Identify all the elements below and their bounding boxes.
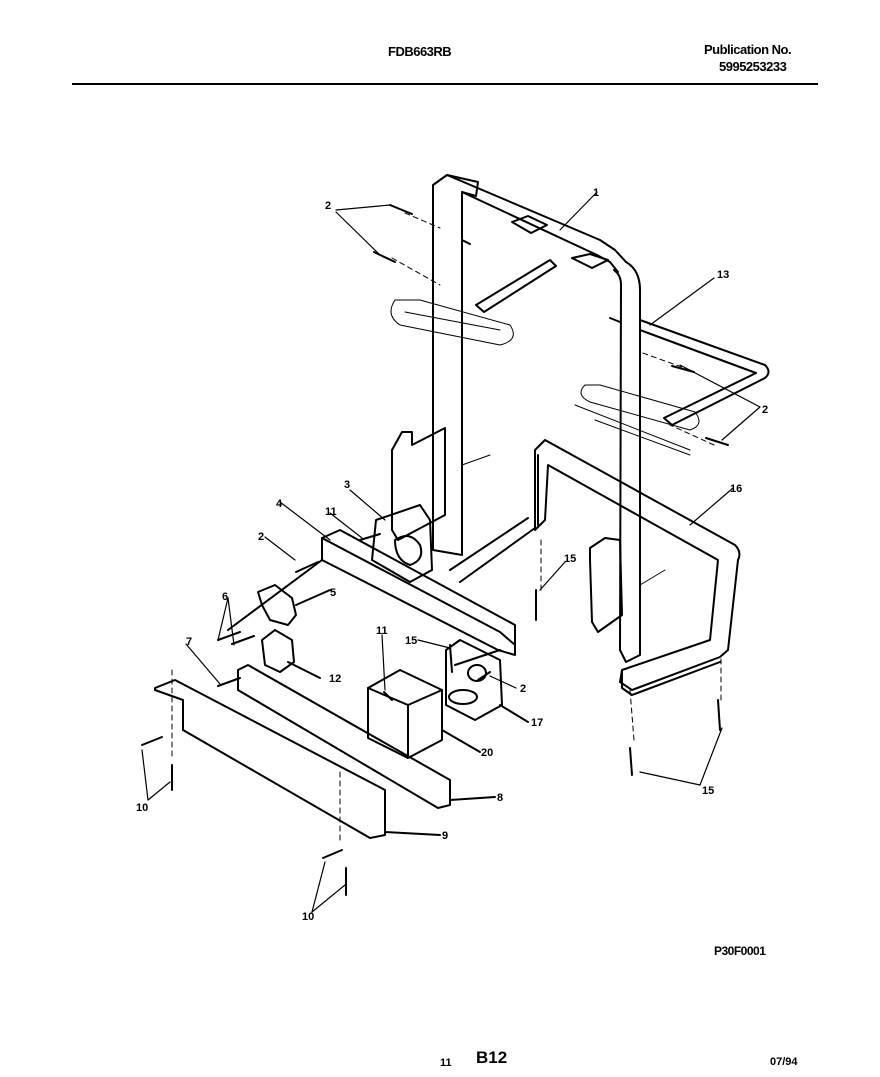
- callout-9: 9: [442, 830, 448, 842]
- section-code: B12: [476, 1048, 508, 1067]
- callout-10b: 10: [302, 911, 314, 923]
- callout-8: 8: [497, 792, 503, 804]
- callout-1: 1: [593, 187, 599, 199]
- brace-part-13: [475, 259, 770, 426]
- diagram-reference-code: P30F0001: [714, 944, 766, 958]
- revision-date: 07/94: [770, 1056, 798, 1068]
- callout-16: 16: [730, 483, 742, 495]
- callout-15b: 15: [405, 635, 417, 647]
- callout-labels: 1 2 2 2 2 3 4 5 6 7 8 9 10 10 11 11 12 1…: [136, 187, 768, 923]
- callout-11b: 11: [376, 625, 388, 637]
- callout-12: 12: [329, 673, 341, 685]
- publication-number: 5995253233: [719, 59, 787, 74]
- callout-4: 4: [276, 498, 283, 510]
- page-number: 11: [440, 1057, 452, 1069]
- screws: [141, 204, 729, 896]
- callout-2d: 2: [520, 683, 526, 695]
- frame-assembly-part-1: [432, 174, 641, 663]
- model-number: FDB663RB: [388, 44, 452, 59]
- switch-part-5: [257, 584, 331, 626]
- callout-10a: 10: [136, 802, 148, 814]
- bracket-part-17: [445, 639, 529, 723]
- publication-label: Publication No.: [704, 42, 792, 57]
- rail-part-4: [227, 529, 516, 666]
- callout-20: 20: [481, 747, 493, 759]
- callout-15a: 15: [564, 553, 576, 565]
- callout-3: 3: [344, 479, 350, 491]
- connector-part-12: [261, 629, 321, 679]
- callout-11a: 11: [325, 506, 337, 518]
- callout-2c: 2: [258, 531, 264, 543]
- toe-plate-part-9: [154, 679, 441, 839]
- kickplate-part-8: [237, 664, 496, 809]
- callout-13: 13: [717, 269, 729, 281]
- callout-15c: 15: [702, 785, 714, 797]
- bracket-assembly: [371, 427, 623, 633]
- callout-leaders: [141, 191, 761, 913]
- callout-2b: 2: [762, 404, 768, 416]
- callout-7: 7: [186, 636, 192, 648]
- tub-outline-shapes: [390, 299, 700, 586]
- callout-17: 17: [531, 717, 543, 729]
- header-rule: [72, 83, 818, 85]
- callout-2a: 2: [325, 200, 331, 212]
- assembly-guide-lines: [171, 212, 722, 841]
- base-frame-part-16: [449, 439, 741, 696]
- callout-5: 5: [330, 587, 336, 599]
- module-part-20: [367, 669, 481, 759]
- callout-6: 6: [222, 591, 228, 603]
